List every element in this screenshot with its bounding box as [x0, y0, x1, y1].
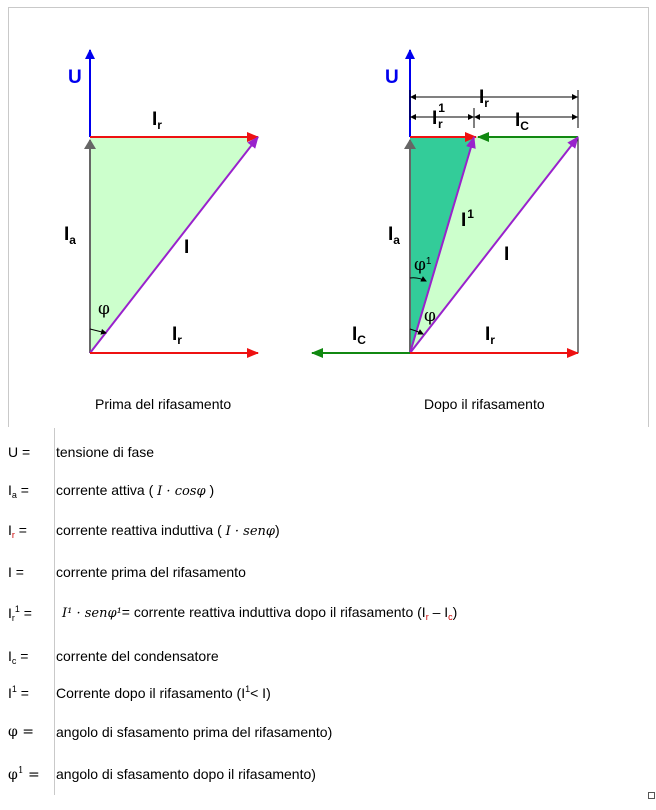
label-ir-total: Ir: [479, 87, 489, 110]
legend-description: Corrente dopo il rifasamento (I1< I): [56, 684, 271, 701]
legend-description: corrente prima del rifasamento: [56, 564, 246, 580]
corner-handle[interactable]: [648, 792, 655, 799]
legend-description: tensione di fase: [56, 444, 155, 460]
current-vector-i: [89, 136, 259, 354]
legend-row-phi1: φ1 = angolo di sfasamento dopo il rifasa…: [0, 766, 656, 788]
label-ia-after: Ia: [388, 224, 400, 247]
current-vector-i1: [409, 136, 476, 354]
label-i-after: I: [504, 244, 509, 265]
frame-left-border: [8, 7, 9, 427]
label-ic-bottom: IC: [352, 324, 366, 347]
label-ic-top: IC: [515, 110, 529, 133]
legend-row-i1: I1 = Corrente dopo il rifasamento (I1< I…: [0, 684, 656, 706]
label-u: U: [68, 67, 82, 88]
label-i1: I1: [461, 207, 474, 231]
legend-symbol: I1 =: [8, 684, 29, 701]
legend-symbol: φ1 =: [8, 766, 40, 783]
label-ir-bottom: Ir: [172, 324, 182, 347]
legend-row-ir1: Ir1 = I¹ · senφ¹= corrente reattiva indu…: [0, 604, 656, 626]
legend-row-phi: φ = angolo di sfasamento prima del rifas…: [0, 724, 656, 746]
legend-divider: [54, 428, 55, 795]
legend-row-u: U = tensione di fase: [0, 444, 656, 466]
legend-row-ia: Ia = corrente attiva ( I · cosφ ): [0, 482, 656, 504]
label-ir-bottom-after: Ir: [485, 324, 495, 347]
label-i: I: [184, 237, 189, 258]
legend-description: corrente del condensatore: [56, 648, 219, 664]
legend-symbol: Ic =: [8, 648, 29, 666]
label-phi-after: φ: [424, 306, 436, 326]
legend-symbol: Ir1 =: [8, 604, 32, 623]
legend-symbol: Ia =: [8, 482, 29, 500]
legend-description: angolo di sfasamento prima del rifasamen…: [56, 724, 333, 740]
legend-symbol: U =: [8, 444, 31, 460]
label-phi1: φ1: [414, 255, 432, 275]
frame-top-border: [8, 7, 648, 8]
legend-row-ir: Ir = corrente reattiva induttiva ( I · s…: [0, 522, 656, 544]
legend-symbol: φ =: [8, 724, 34, 740]
phi-angle-arc: [89, 328, 107, 335]
label-u-after: U: [385, 67, 399, 88]
caption-before: Prima del rifasamento: [95, 396, 232, 412]
label-ia: Ia: [64, 224, 76, 247]
legend-row-i: I = corrente prima del rifasamento: [0, 564, 656, 586]
legend-description: I¹ · senφ¹= corrente reattiva induttiva …: [62, 604, 458, 622]
legend-symbol: Ir =: [8, 522, 27, 540]
label-phi: φ: [98, 299, 110, 319]
phi1-angle-arc: [409, 276, 427, 282]
label-ir-top: Ir: [152, 109, 162, 132]
legend-symbol: I =: [8, 564, 24, 580]
frame-right-border: [648, 7, 649, 427]
legend-description: corrente reattiva induttiva ( I · senφ): [56, 522, 280, 539]
caption-after: Dopo il rifasamento: [424, 396, 545, 412]
diagram-before: U Ir Ia I φ Ir: [64, 49, 259, 358]
legend-description: angolo di sfasamento dopo il rifasamento…: [56, 766, 316, 782]
current-vector-i-after: [409, 136, 579, 354]
legend-row-ic: Ic = corrente del condensatore: [0, 648, 656, 670]
legend-description: corrente attiva ( I · cosφ ): [56, 482, 215, 499]
phi-angle-arc-after: [409, 328, 424, 335]
